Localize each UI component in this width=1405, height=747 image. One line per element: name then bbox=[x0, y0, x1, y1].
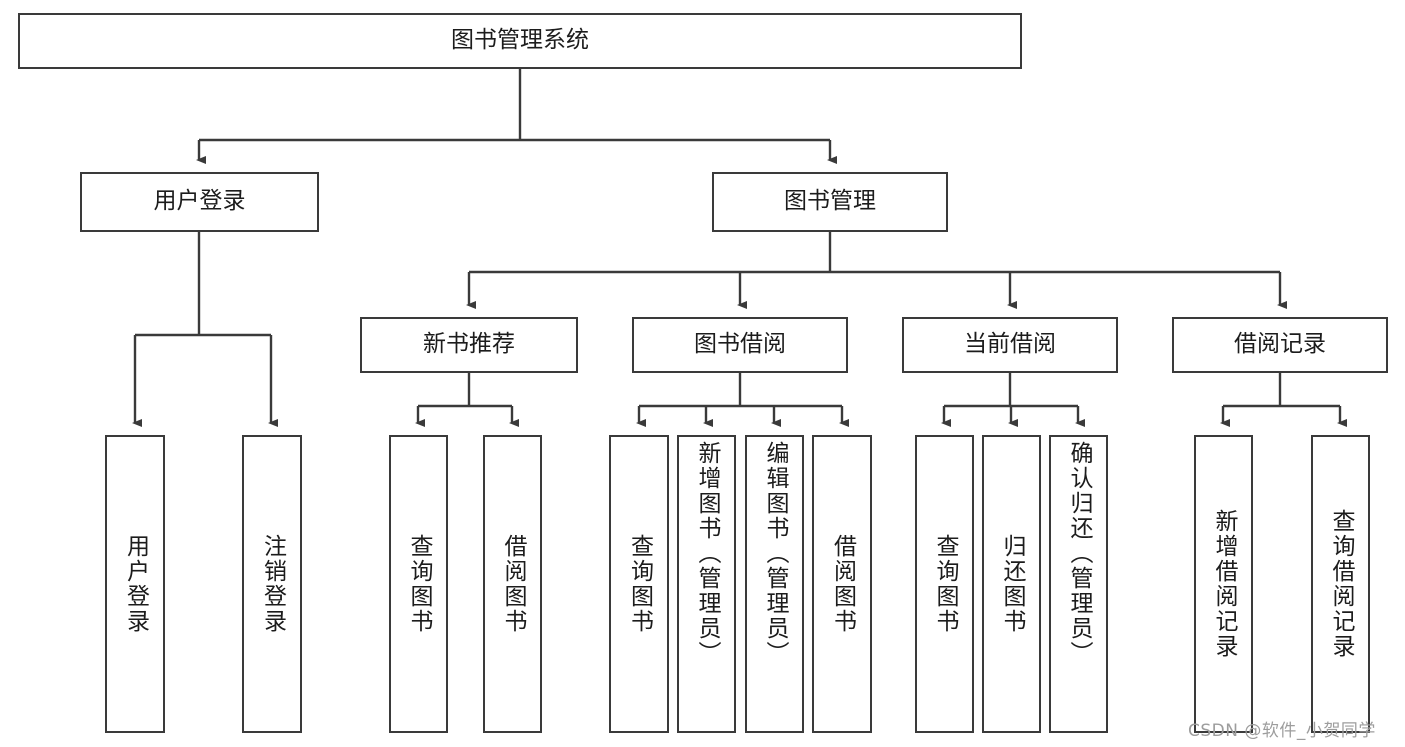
node-label: 查询图书 bbox=[932, 534, 958, 634]
leaf-query-borrow-record[interactable]: 查询借阅记录 bbox=[1311, 435, 1370, 733]
leaf-query-book-current[interactable]: 查询图书 bbox=[915, 435, 974, 733]
leaf-query-book-borrow[interactable]: 查询图书 bbox=[609, 435, 669, 733]
node-label: 注销登录 bbox=[259, 534, 286, 634]
node-borrow-record[interactable]: 借阅记录 bbox=[1172, 317, 1388, 373]
leaf-edit-book-admin[interactable]: 编辑图书（管理员） bbox=[745, 435, 804, 733]
node-label: 图书管理 bbox=[784, 188, 876, 215]
node-new-book-recommend[interactable]: 新书推荐 bbox=[360, 317, 578, 373]
node-label: 图书管理系统 bbox=[451, 27, 589, 54]
node-label: 归还图书 bbox=[999, 534, 1025, 634]
leaf-borrow-book[interactable]: 借阅图书 bbox=[812, 435, 872, 733]
node-label: 新书推荐 bbox=[423, 331, 515, 358]
leaf-confirm-return-admin[interactable]: 确认归还（管理员） bbox=[1049, 435, 1108, 733]
node-user-login[interactable]: 用户登录 bbox=[80, 172, 319, 232]
watermark-text: CSDN @软件_小贺同学 bbox=[1188, 721, 1376, 741]
node-label: 借阅图书 bbox=[500, 534, 526, 634]
node-label: 用户登录 bbox=[153, 188, 246, 215]
node-label: 确认归还（管理员） bbox=[1066, 441, 1092, 666]
node-label: 图书借阅 bbox=[694, 331, 786, 358]
leaf-add-book-admin[interactable]: 新增图书（管理员） bbox=[677, 435, 736, 733]
node-label: 查询借阅记录 bbox=[1328, 509, 1354, 659]
node-label: 查询图书 bbox=[406, 534, 432, 634]
node-label: 当前借阅 bbox=[964, 331, 1056, 358]
leaf-return-book[interactable]: 归还图书 bbox=[982, 435, 1041, 733]
node-label: 新增借阅记录 bbox=[1211, 509, 1237, 659]
node-label: 编辑图书（管理员） bbox=[762, 441, 788, 666]
leaf-logout-login[interactable]: 注销登录 bbox=[242, 435, 302, 733]
node-label: 新增图书（管理员） bbox=[694, 441, 720, 666]
node-label: 借阅记录 bbox=[1234, 331, 1326, 358]
node-label: 借阅图书 bbox=[829, 534, 856, 634]
node-root-system[interactable]: 图书管理系统 bbox=[18, 13, 1022, 69]
node-book-management[interactable]: 图书管理 bbox=[712, 172, 948, 232]
node-label: 用户登录 bbox=[122, 534, 149, 634]
node-current-borrow[interactable]: 当前借阅 bbox=[902, 317, 1118, 373]
leaf-add-borrow-record[interactable]: 新增借阅记录 bbox=[1194, 435, 1253, 733]
leaf-borrow-book-recommend[interactable]: 借阅图书 bbox=[483, 435, 542, 733]
leaf-user-login[interactable]: 用户登录 bbox=[105, 435, 165, 733]
node-book-borrow[interactable]: 图书借阅 bbox=[632, 317, 848, 373]
leaf-query-book-recommend[interactable]: 查询图书 bbox=[389, 435, 448, 733]
node-label: 查询图书 bbox=[626, 534, 653, 634]
